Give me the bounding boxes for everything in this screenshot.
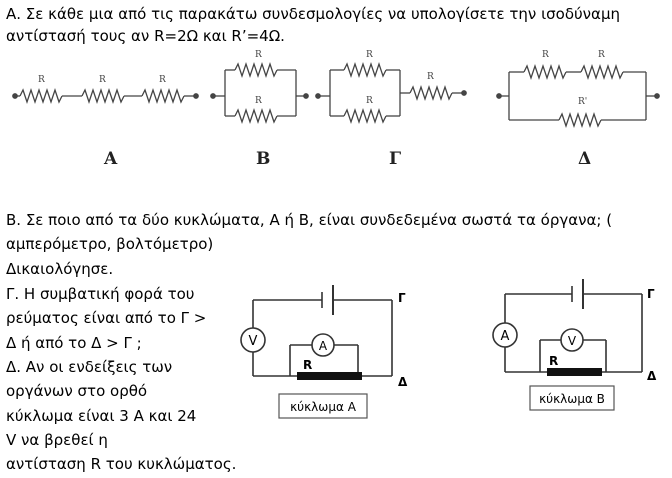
circuit-c-r1-label: R: [366, 50, 373, 60]
question-c-line3: Δ ή από το Δ > Γ ;: [6, 334, 142, 352]
question-d-line4: V να βρεθεί η: [6, 431, 108, 449]
circuit-A-inner-meter: [311, 333, 335, 357]
question-b-line1: Β. Σε ποιο από τα δύο κυκλώματα, Α ή Β, …: [6, 211, 613, 229]
circuit-B-outer-meter-label: A: [501, 329, 510, 344]
circuit-B-diagram: A V R Γ Δ κύκλωμα Β: [492, 279, 657, 411]
circuit-d-rprime-label: R': [578, 97, 587, 107]
circuit-c-label: Γ: [389, 149, 401, 169]
circuit-c-r3-label: R: [427, 72, 434, 82]
question-c-line1: Γ. Η συμβατική φορά του: [6, 285, 195, 303]
circuit-B-outer-meter: [492, 322, 518, 348]
question-c-line2: ρεύματος είναι από το Γ >: [6, 309, 207, 327]
circuit-A-resistor: [297, 372, 362, 380]
circuit-d-mixed: R R R' Δ: [496, 50, 660, 169]
question-a-line2: αντίστασή τους αν R=2Ω και R’=4Ω.: [6, 27, 285, 45]
circuit-A-resistor-label: R: [303, 358, 312, 372]
circuit-A-outer-meter: [240, 327, 266, 353]
circuit-d-r2-label: R: [598, 50, 605, 60]
circuit-b-r2-label: R: [255, 96, 262, 106]
circuit-c-r2-label: R: [366, 96, 373, 106]
circuit-B-delta-label: Δ: [647, 369, 657, 383]
circuit-a-series: R R R Α: [12, 75, 199, 169]
circuit-b-parallel: R R Β: [210, 50, 309, 169]
circuit-B-resistor: [547, 368, 602, 376]
circuit-b-r1-label: R: [255, 50, 262, 60]
circuit-A-diagram: V A R Γ Δ κύκλωμα Α: [240, 285, 408, 419]
question-d-line2: οργάνων στο ορθό: [6, 382, 148, 400]
question-d-line3: κύκλωμα είναι 3 Α και 24: [6, 407, 197, 425]
circuit-B-inner-meter: [560, 328, 584, 352]
circuit-c-mixed: R R R Γ: [315, 50, 467, 169]
circuit-A-caption: κύκλωμα Α: [290, 400, 357, 414]
circuit-A-caption-box: [278, 393, 368, 419]
question-d-line1: Δ. Αν οι ενδείξεις των: [6, 358, 173, 376]
circuit-A-gamma-label: Γ: [398, 291, 406, 305]
circuit-A-delta-label: Δ: [398, 375, 408, 389]
circuit-d-r1-label: R: [542, 50, 549, 60]
circuit-A-inner-meter-label: A: [319, 339, 328, 353]
circuit-A-outer-meter-label: V: [249, 334, 258, 349]
circuit-B-inner-meter-label: V: [568, 334, 577, 348]
question-b-line3: Δικαιολόγησε.: [6, 260, 114, 278]
circuit-B-caption: κύκλωμα Β: [539, 392, 605, 406]
circuit-a-r1-label: R: [38, 75, 45, 85]
question-b-line2: αμπερόμετρο, βολτόμετρο): [6, 235, 214, 253]
circuit-a-r2-label: R: [99, 75, 106, 85]
circuit-a-r3-label: R: [159, 75, 166, 85]
circuit-B-resistor-label: R: [549, 354, 558, 368]
circuit-d-label: Δ: [578, 149, 591, 169]
question-a-line1: Α. Σε κάθε μια από τις παρακάτω συνδεσμο…: [6, 5, 620, 23]
circuit-B-caption-box: [529, 385, 615, 411]
circuit-B-gamma-label: Γ: [647, 287, 655, 301]
circuit-b-label: Β: [256, 149, 270, 169]
circuit-a-label: Α: [103, 149, 118, 169]
question-d-line5: αντίσταση R του κυκλώματος.: [6, 455, 237, 473]
